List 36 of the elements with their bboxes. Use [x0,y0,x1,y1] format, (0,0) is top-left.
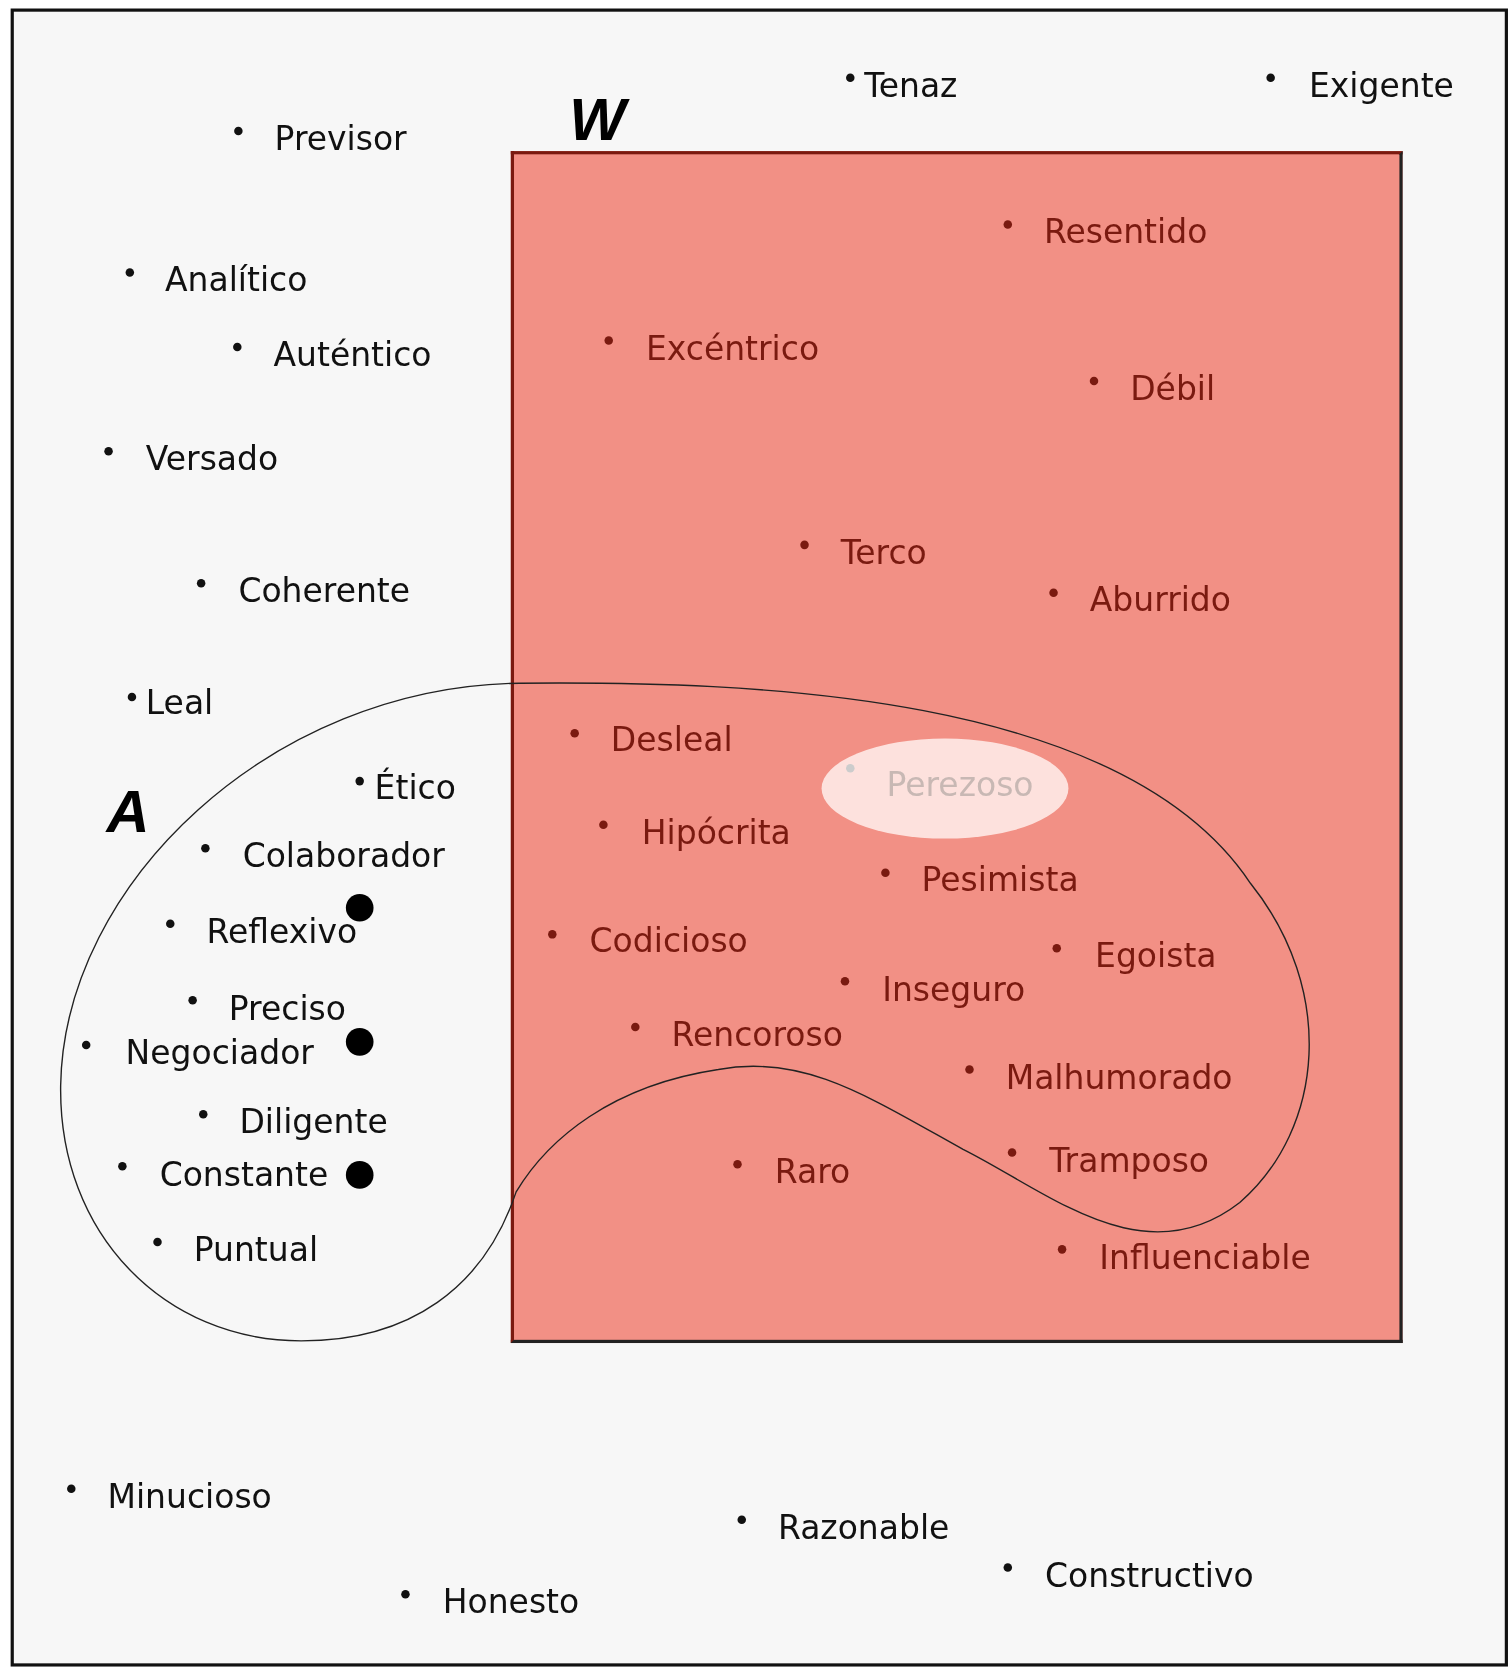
trait-word: Previsor [274,122,407,156]
trait-word: Coherente [238,574,411,608]
set-label: A [106,782,150,842]
trait-word: Egoista [1095,939,1217,973]
trait-word: Desleal [610,723,733,757]
trait-word: Diligente [239,1105,388,1139]
trait-word: Terco [840,536,927,570]
trait-word: Resentido [1044,214,1208,248]
trait-word: Constructivo [1045,1559,1254,1593]
trait-word: Versado [145,442,279,476]
trait-word: Influenciable [1099,1240,1311,1274]
trait-word: Honesto [442,1585,580,1619]
trait-word: Raro [774,1155,851,1189]
trait-word: Malhumorado [1005,1061,1233,1094]
trait-word: Puntual [193,1233,319,1267]
trait-word: Colaborador [242,839,445,873]
trait-word: Leal [145,686,214,720]
trait-word: Tramposo [1049,1144,1210,1177]
trait-word: Reflexivo [206,915,358,949]
trait-word: Exigente [1308,69,1454,103]
trait-word: Excéntrico [645,332,820,365]
trait-word: Analítico [164,262,308,296]
trait-word: Constante [159,1157,329,1191]
trait-word: Aburrido [1089,583,1231,617]
trait-word: Tenaz [864,69,958,103]
trait-word: Auténtico [273,338,432,372]
trait-word: Minucioso [107,1480,272,1514]
trait-word: Pesimista [921,863,1079,897]
trait-word: Rencoroso [671,1018,843,1052]
trait-word: Débil [1130,372,1216,406]
trait-word: Negociador [125,1036,314,1070]
trait-word: Inseguro [882,973,1026,1007]
trait-word: Hipócrita [641,816,791,850]
trait-word: Codicioso [589,924,748,958]
trait-word: Preciso [228,991,346,1025]
trait-word: Razonable [777,1511,950,1545]
